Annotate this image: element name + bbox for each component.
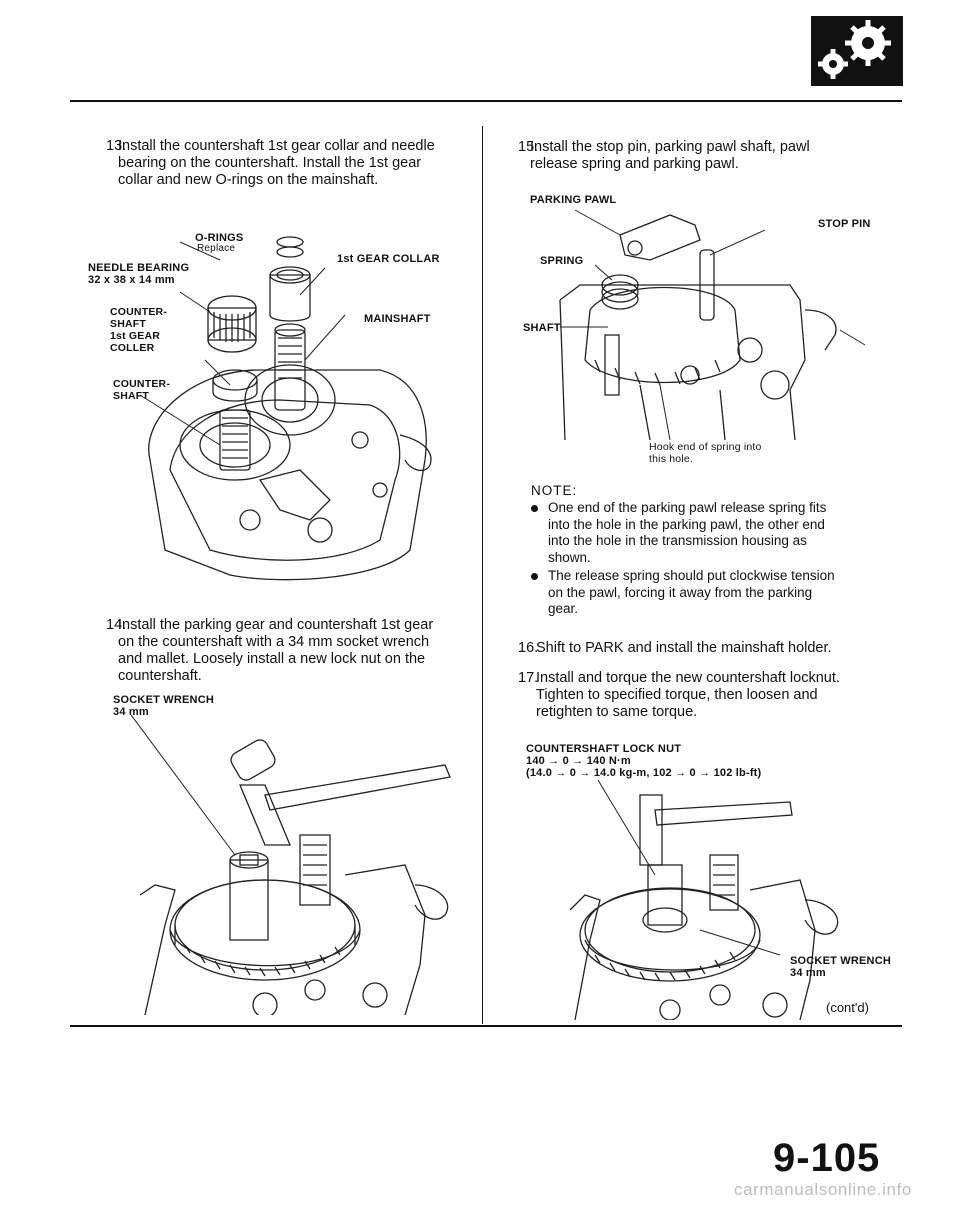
column-divider [482, 126, 483, 1024]
step-line: retighten to same torque. [536, 704, 698, 720]
page-number: 9-105 [773, 1136, 881, 1180]
torque-line-2: (14.0 → 0 → 14.0 kg-m, 102 → 0 → 102 lb-… [526, 767, 762, 779]
step-line: Install the parking gear and countershaf… [118, 617, 434, 633]
note-line: on the pawl, forcing it away from the pa… [548, 584, 813, 600]
step-number: 16. [518, 640, 539, 656]
step-line: Install the stop pin, parking pawl shaft… [530, 139, 810, 155]
spring-label: SPRING [540, 255, 584, 267]
stop-pin-label: STOP PIN [818, 218, 871, 230]
bullet-dot [531, 505, 538, 512]
countershaft-label: COUNTER- SHAFT [113, 378, 171, 402]
countershaft-collar-label: COUNTER- SHAFT 1st GEAR COLLER [110, 306, 168, 354]
step-number: 17. [518, 670, 539, 686]
socket-size-label: 34 mm [113, 706, 149, 718]
note-line: into the hole in the transmission housin… [548, 533, 807, 548]
bottom-rule [70, 1025, 902, 1027]
step-line: Shift to PARK and install the mainshaft … [536, 640, 832, 656]
step-line: collar and new O-rings on the mainshaft. [118, 172, 379, 188]
step-line: countershaft. [118, 668, 202, 684]
torque-title: COUNTERSHAFT LOCK NUT [526, 743, 682, 755]
socket-wrench-mallet-illustration [115, 715, 465, 1015]
shaft-label: SHAFT [523, 322, 561, 334]
countershaft-collar-illustration [80, 220, 470, 590]
step-line: Install and torque the new countershaft … [536, 670, 840, 686]
step-number: 14. [106, 617, 127, 633]
note-line: One end of the parking pawl release spri… [548, 500, 827, 515]
mainshaft-label: MAINSHAFT [364, 313, 431, 325]
transmission-section-icon [811, 16, 903, 86]
replace-label: Replace [197, 243, 236, 254]
torque-line-1: 140 → 0 → 140 N·m [526, 755, 631, 767]
note-line: shown. [548, 549, 591, 565]
step-number: 13. [106, 138, 127, 154]
needle-bearing-label: NEEDLE BEARING [88, 262, 190, 274]
step-number: 15. [518, 139, 539, 155]
continued-label: (cont'd) [826, 1000, 869, 1015]
note-title: NOTE: [531, 483, 578, 498]
note-line: into the hole in the parking pawl, the o… [548, 516, 825, 532]
gear-collar-label: 1st GEAR COLLAR [337, 253, 440, 265]
step-line: Tighten to specified torque, then loosen… [536, 687, 818, 703]
bullet-dot [531, 573, 538, 580]
socket-wrench-label: SOCKET WRENCH [113, 694, 214, 706]
step-line: bearing on the countershaft. Install the… [118, 155, 422, 171]
step-line: on the countershaft with a 34 mm socket … [118, 634, 430, 650]
socket-wrench-label-2: SOCKET WRENCH [790, 955, 891, 967]
top-rule [70, 100, 902, 102]
step-line: and mallet. Loosely install a new lock n… [118, 651, 426, 667]
o-rings-label: O-RINGS [195, 232, 244, 244]
hook-note-label: Hook end of spring into this hole. [649, 441, 762, 465]
step-line: Install the countershaft 1st gear collar… [118, 138, 435, 154]
socket-size-label-2: 34 mm [790, 967, 826, 979]
website-watermark: carmanualsonline.info [734, 1180, 912, 1199]
bearing-size-label: 32 x 38 x 14 mm [88, 274, 175, 286]
note-line: The release spring should put clockwise … [548, 568, 835, 583]
parking-pawl-label: PARKING PAWL [530, 194, 617, 206]
note-line: gear. [548, 601, 579, 616]
countershaft-locknut-illustration [560, 780, 880, 1020]
step-line: release spring and parking pawl. [530, 156, 739, 172]
parking-pawl-illustration [520, 190, 885, 445]
